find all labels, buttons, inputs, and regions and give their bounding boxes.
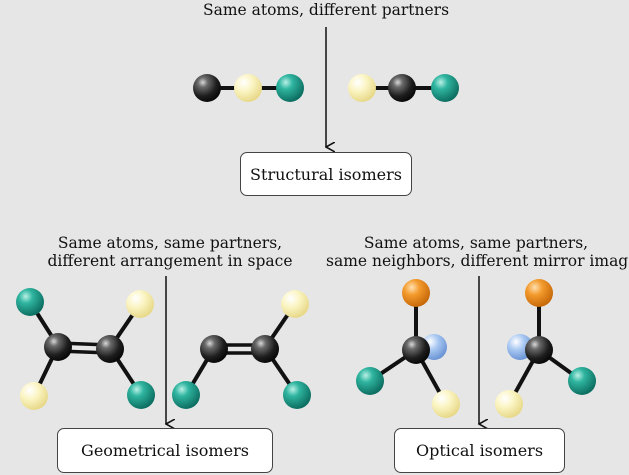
carbon-atom [96, 335, 124, 363]
carbon-atom [525, 336, 553, 364]
geometrical-molecule-1 [16, 288, 155, 410]
orange-atom [402, 279, 430, 307]
structural-molecule-2 [348, 74, 459, 102]
geometrical-isomers-label: Geometrical isomers [81, 441, 249, 460]
geometrical-isomers-box: Geometrical isomers [57, 428, 273, 473]
teal-atom [431, 74, 459, 102]
geometrical-caption: Same atoms, same partners, different arr… [30, 234, 310, 270]
carbon-atom [402, 336, 430, 364]
teal-atom [356, 367, 384, 395]
teal-atom [283, 381, 311, 409]
teal-atom [276, 74, 304, 102]
geometrical-molecule-2 [172, 290, 311, 409]
carbon-atom [44, 333, 72, 361]
carbon-atom [200, 335, 228, 363]
teal-atom [172, 381, 200, 409]
yellow-atom [495, 390, 523, 418]
optical-isomers-label: Optical isomers [415, 441, 544, 460]
structural-isomers-box: Structural isomers [240, 152, 412, 196]
yellow-atom [126, 290, 154, 318]
optical-molecule-1 [356, 279, 460, 418]
optical-caption: Same atoms, same partners, same neighbor… [326, 234, 629, 270]
teal-atom [16, 288, 44, 316]
carbon-atom [388, 74, 416, 102]
structural-caption: Same atoms, different partners [0, 1, 629, 19]
yellow-atom [20, 382, 48, 410]
optical-caption-line1: Same atoms, same partners, [363, 234, 589, 252]
yellow-atom [348, 74, 376, 102]
carbon-atom [193, 74, 221, 102]
structural-molecule-1 [193, 74, 304, 102]
yellow-atom [281, 290, 309, 318]
structural-isomers-label: Structural isomers [250, 164, 402, 184]
optical-caption-line2: same neighbors, different mirror image [326, 252, 629, 270]
teal-atom [568, 367, 596, 395]
yellow-atom [432, 390, 460, 418]
orange-atom [525, 279, 553, 307]
structural-caption-text: Same atoms, different partners [202, 1, 450, 19]
yellow-atom [234, 74, 262, 102]
geometrical-caption-line2: different arrangement in space [47, 252, 293, 270]
teal-atom [127, 381, 155, 409]
geometrical-caption-line1: Same atoms, same partners, [57, 234, 283, 252]
optical-isomers-box: Optical isomers [394, 428, 565, 473]
carbon-atom [251, 335, 279, 363]
optical-molecule-2 [495, 279, 596, 418]
